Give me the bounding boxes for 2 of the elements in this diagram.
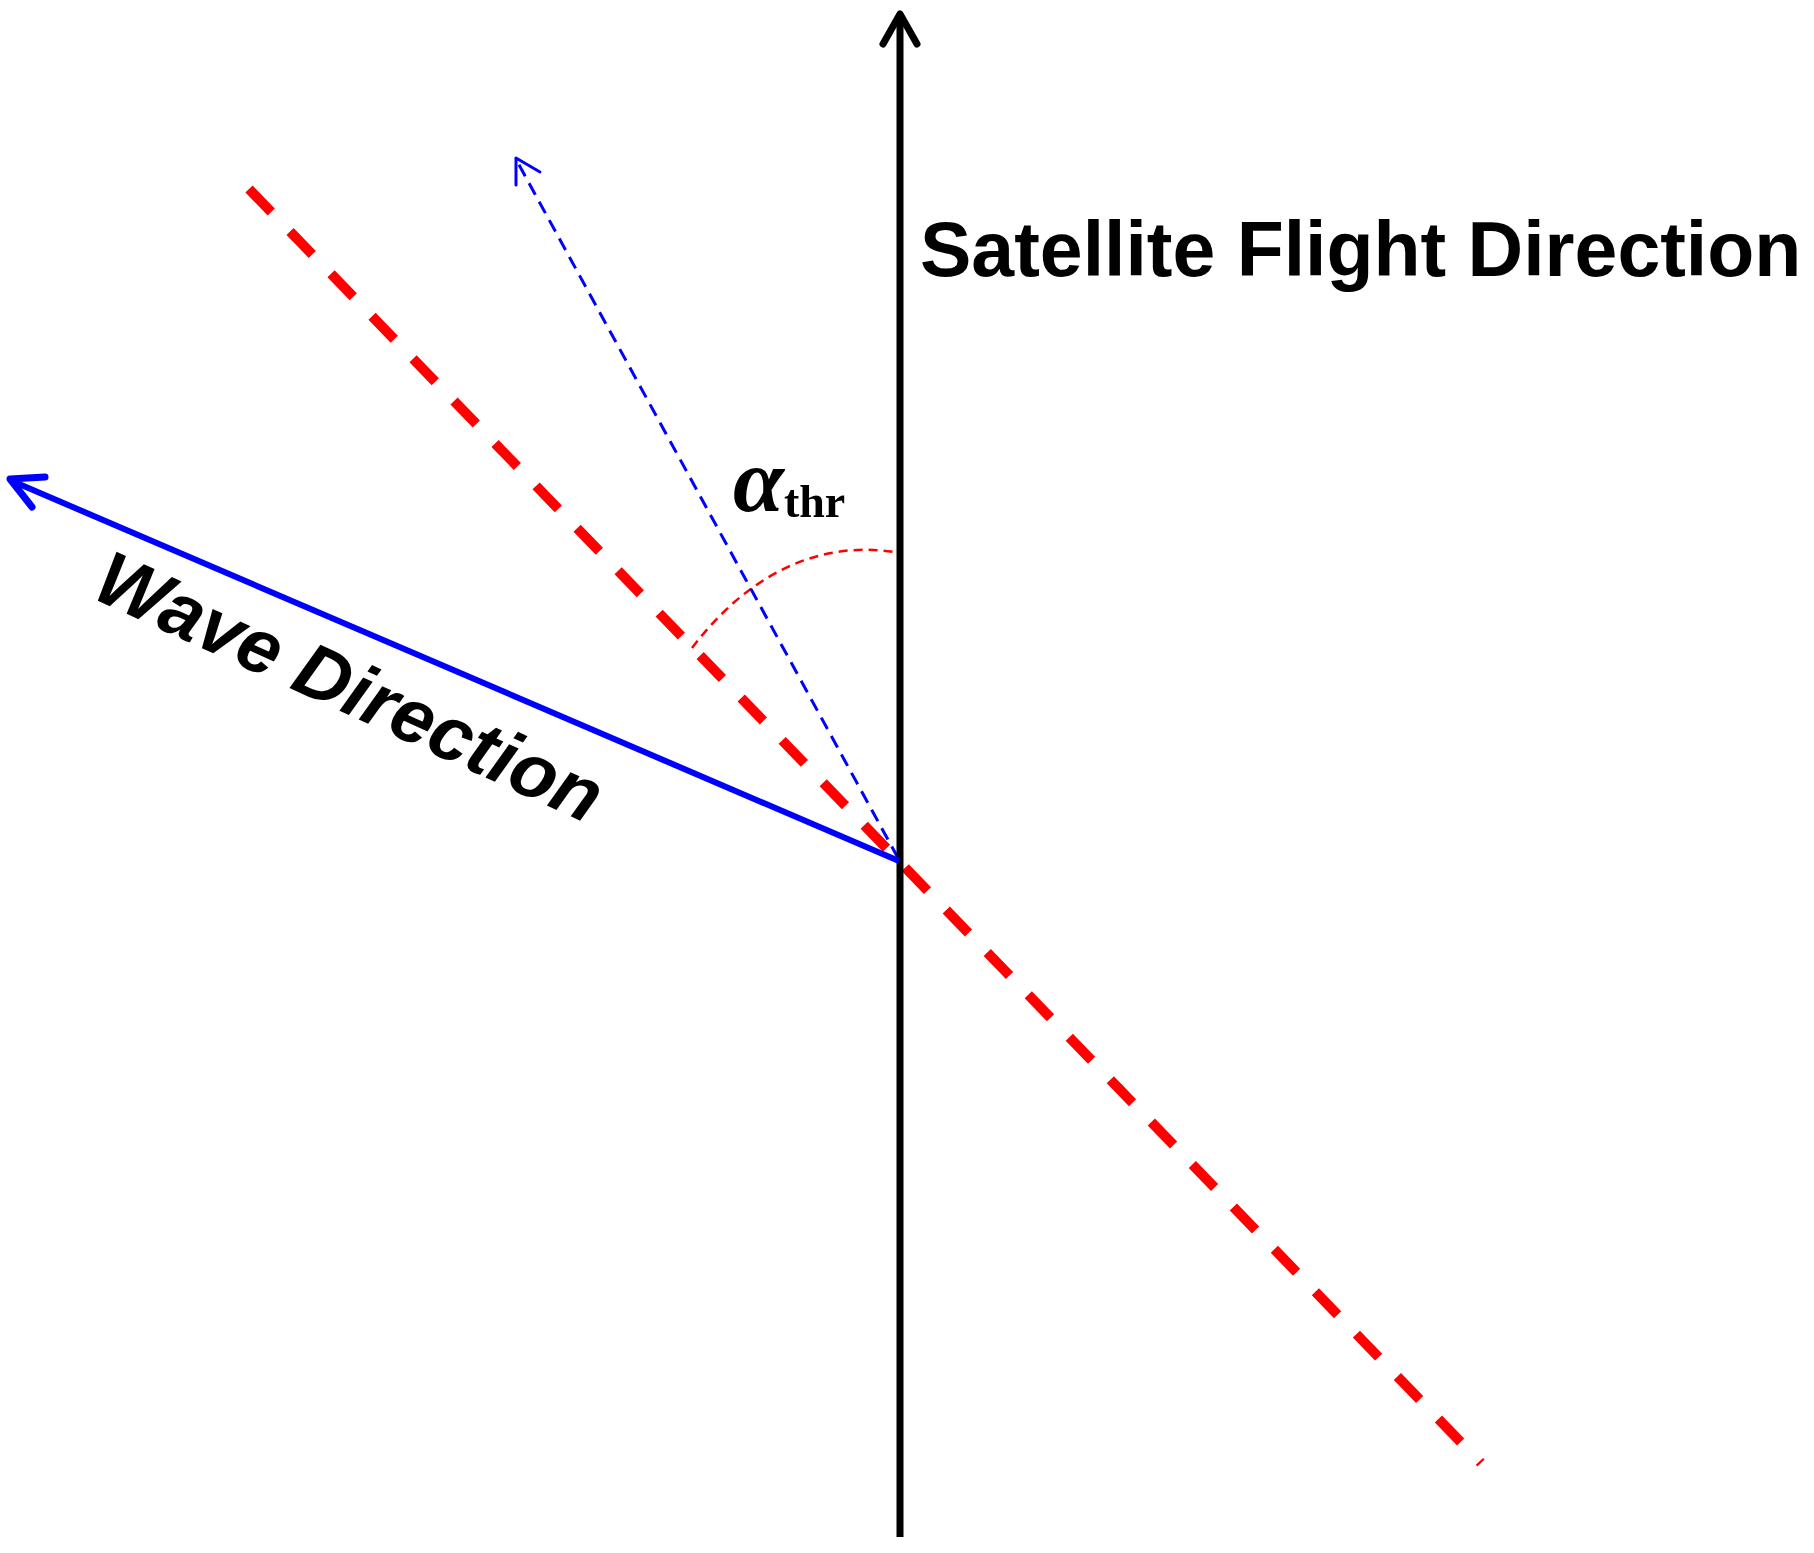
angle-label: α$_{thr}$ — [733, 428, 846, 533]
direction-label: Satellite Flight Direction — [920, 205, 1802, 294]
